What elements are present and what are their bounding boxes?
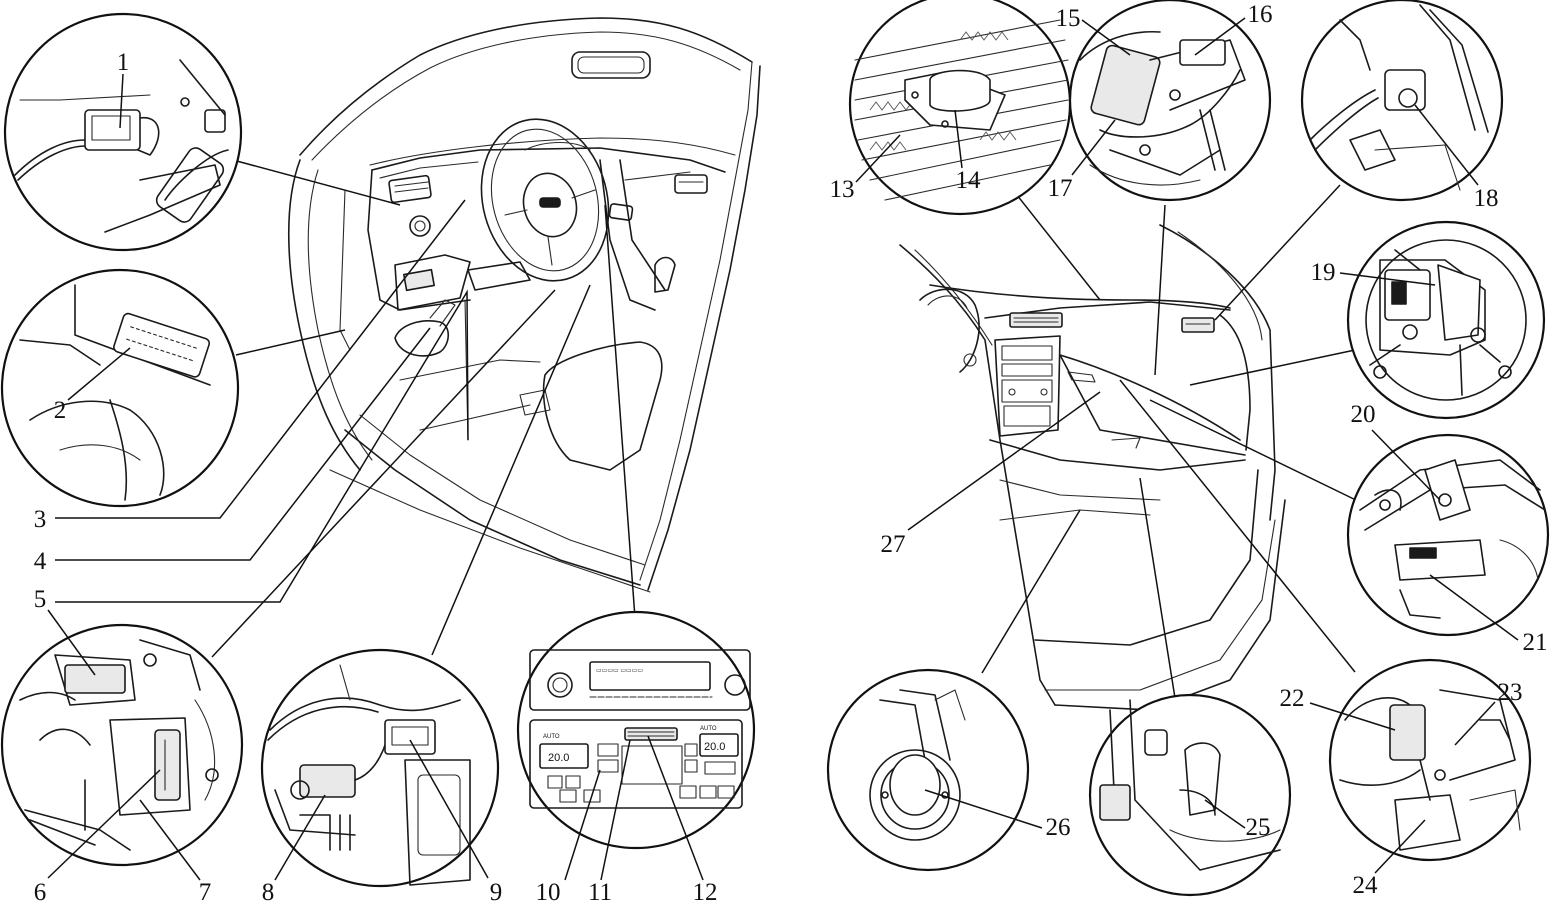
callout-24: 24	[1353, 872, 1379, 899]
callout-21: 21	[1523, 629, 1548, 656]
detail-circle-15-16-17	[1068, 0, 1272, 202]
callout-23: 23	[1498, 679, 1523, 706]
callout-22: 22	[1280, 685, 1305, 712]
detail-circle-19	[1346, 220, 1546, 420]
passenger-side-interior	[899, 224, 1286, 711]
detail-circle-22-23-24	[1328, 658, 1532, 862]
callout-10: 10	[536, 879, 561, 906]
callout-8: 8	[262, 879, 275, 906]
callout-15: 15	[1056, 5, 1081, 32]
callout-11: 11	[588, 879, 612, 906]
radio-display-text: ▭▭▭▭ ▭▭▭▭	[596, 668, 643, 674]
callout-16: 16	[1248, 1, 1273, 28]
detail-circle-climate-control: ▭▭▭▭ ▭▭▭▭ 20.0 AUTO 20.0 AUTO	[516, 610, 756, 881]
right-auto-label: AUTO	[700, 726, 717, 732]
callout-4: 4	[34, 548, 47, 575]
callout-7: 7	[199, 879, 212, 906]
detail-circle-5-6-7	[0, 623, 244, 867]
left-temp-display: 20.0	[548, 752, 569, 764]
leader-lines	[55, 159, 1363, 699]
detail-circle-26	[826, 668, 1030, 872]
callout-14: 14	[956, 167, 982, 194]
callout-1: 1	[117, 49, 130, 76]
detail-circle-20-21	[1346, 433, 1550, 637]
detail-circle-8-9	[260, 648, 500, 888]
driver-side-interior	[287, 17, 761, 593]
callout-26: 26	[1046, 814, 1071, 841]
callout-numbers: 1 2 3 4 5 6 7 8 9 10 11 12 13 14 15 16 1…	[34, 1, 1548, 906]
callout-20: 20	[1351, 401, 1376, 428]
callout-19: 19	[1311, 259, 1336, 286]
callout-13: 13	[830, 176, 855, 203]
detail-circle-2	[0, 268, 240, 508]
left-auto-label: AUTO	[543, 734, 560, 740]
callout-12: 12	[693, 879, 718, 906]
callout-18: 18	[1474, 185, 1499, 212]
callout-6: 6	[34, 879, 47, 906]
obd-pins	[126, 326, 198, 362]
callout-27: 27	[881, 531, 906, 558]
callout-5: 5	[34, 586, 47, 613]
detail-circle-1	[3, 12, 243, 252]
callout-2: 2	[54, 397, 67, 424]
detail-circle-25	[1088, 693, 1292, 897]
detail-circle-13-14	[848, 0, 1072, 216]
callout-9: 9	[490, 879, 503, 906]
right-temp-display: 20.0	[704, 741, 725, 753]
callout-17: 17	[1048, 175, 1073, 202]
callout-25: 25	[1246, 814, 1271, 841]
callout-3: 3	[34, 506, 47, 533]
detail-circle-18	[1300, 0, 1504, 202]
